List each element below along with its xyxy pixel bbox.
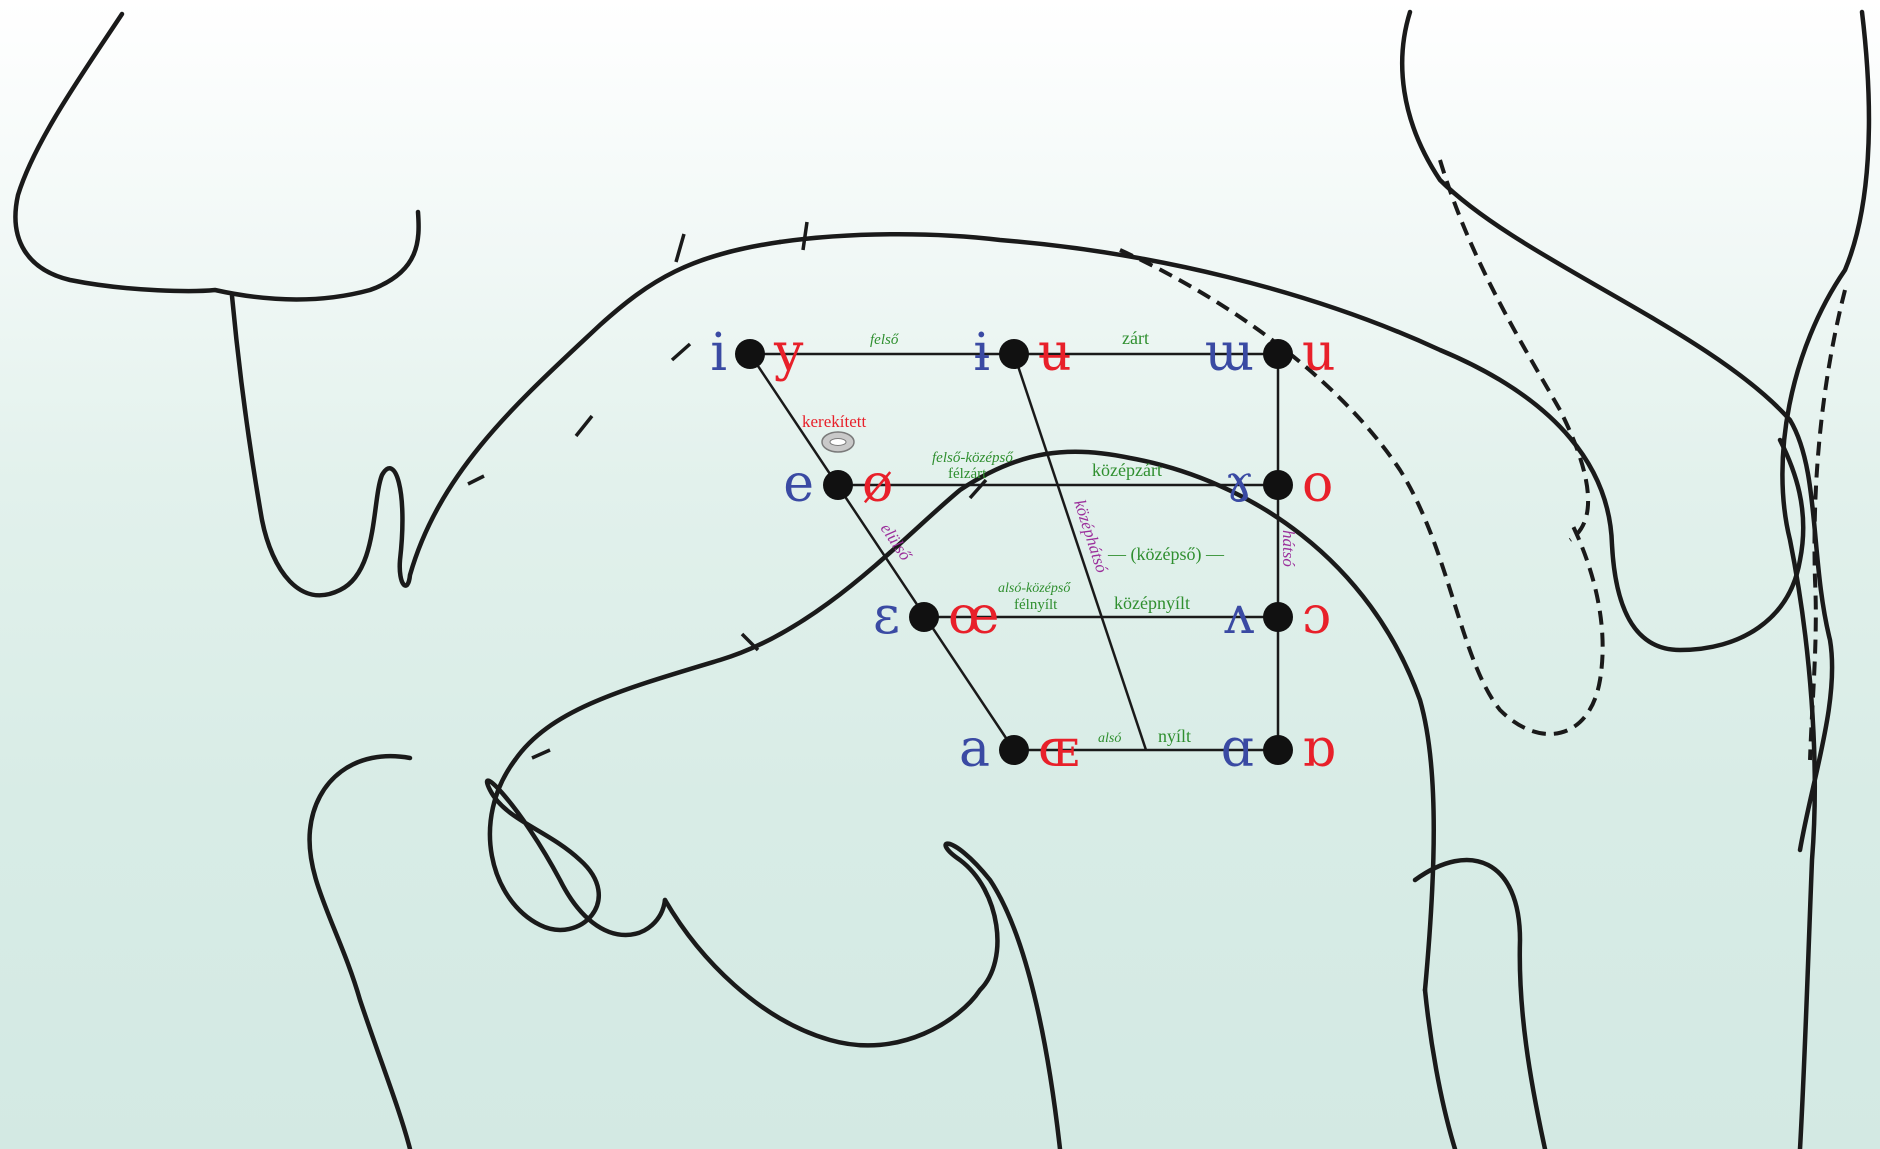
vowel-close-back-unrounded: ɯ [1205, 323, 1254, 383]
lips-opening [830, 439, 846, 446]
tick [576, 416, 592, 436]
vowel-close-back-rounded: u [1302, 323, 1336, 383]
label-closemid-main: középzárt [1092, 460, 1162, 480]
label-open-small: alsó [1098, 731, 1121, 746]
vowel-openmid-back-unrounded: ʌ [1224, 586, 1255, 646]
epiglottis-dashed [1440, 160, 1588, 540]
throat-front [1425, 990, 1455, 1149]
vowel-openmid-back-rounded: ɔ [1302, 586, 1331, 646]
label-close-main: zárt [1122, 328, 1149, 348]
vowel-closemid-back-unrounded: ɤ [1225, 454, 1254, 514]
front-line [750, 354, 1014, 750]
vowel-open-front-unrounded: a [959, 719, 990, 779]
tick [676, 234, 684, 262]
tick [803, 222, 807, 250]
label-central-mid: — (középső) — [1107, 544, 1225, 565]
vowel-close-front-unrounded: i [710, 323, 727, 383]
vowel-open-back-unrounded: ɑ [1221, 719, 1254, 779]
vowel-dot [1263, 339, 1293, 369]
label-openmid-alt: félnyílt [1014, 597, 1058, 613]
vowel-close-central-unrounded: ɨ [973, 323, 990, 383]
vowel-closemid-front-unrounded: e [783, 454, 814, 514]
label-central: középhátsó [1070, 497, 1112, 575]
pharynx-rear [1782, 12, 1869, 1149]
vowel-dot [999, 735, 1029, 765]
vowel-closemid-front-rounded: ø [862, 454, 893, 514]
label-closemid-alt: félzárt [948, 466, 987, 482]
tick-marks [468, 222, 986, 758]
chin [310, 756, 410, 1149]
vowel-openmid-front-rounded: œ [948, 586, 999, 646]
vowel-dot [909, 602, 939, 632]
jaw-bottom [665, 844, 1060, 1149]
palate [780, 234, 1803, 650]
upper-lip [232, 242, 780, 595]
vowel-openmid-front-unrounded: ɛ [873, 586, 900, 646]
label-openmid-main: középnyílt [1114, 593, 1190, 613]
tick [532, 750, 550, 758]
vowel-close-central-rounded: ʉ [1038, 323, 1072, 383]
label-openmid-small: alsó-középső [998, 581, 1071, 596]
tick [672, 344, 690, 360]
vowel-dot [999, 339, 1029, 369]
vowel-dot [1263, 735, 1293, 765]
height-labels: felső zárt felső-középső félzárt középzá… [870, 328, 1225, 746]
lips-icon [822, 432, 854, 452]
hyoid-region [1415, 860, 1545, 1149]
label-closemid-small: felső-középső [932, 450, 1014, 466]
vowel-dot [735, 339, 765, 369]
label-close-small: felső [870, 332, 900, 348]
vowel-dot [1263, 602, 1293, 632]
vowel-close-front-rounded: y [773, 323, 804, 383]
rounded-vowels: y ʉ u ø o œ ɔ ɶ ɒ [773, 323, 1336, 779]
vowel-open-back-rounded: ɒ [1302, 719, 1335, 779]
nose-profile [15, 14, 418, 299]
tick [468, 476, 484, 484]
pharynx-back-wall [1402, 12, 1832, 850]
vowel-closemid-back-rounded: o [1302, 454, 1333, 514]
vowel-dot [1263, 470, 1293, 500]
label-back: hátsó [1279, 530, 1298, 567]
velum-dashed [1120, 250, 1603, 734]
label-rounded-note: kerekített [802, 412, 866, 431]
lower-lip-jaw [487, 760, 665, 935]
label-open-main: nyílt [1158, 726, 1191, 746]
vowel-dot [823, 470, 853, 500]
vowel-open-front-rounded: ɶ [1038, 719, 1079, 779]
head-outline [15, 12, 1868, 1149]
